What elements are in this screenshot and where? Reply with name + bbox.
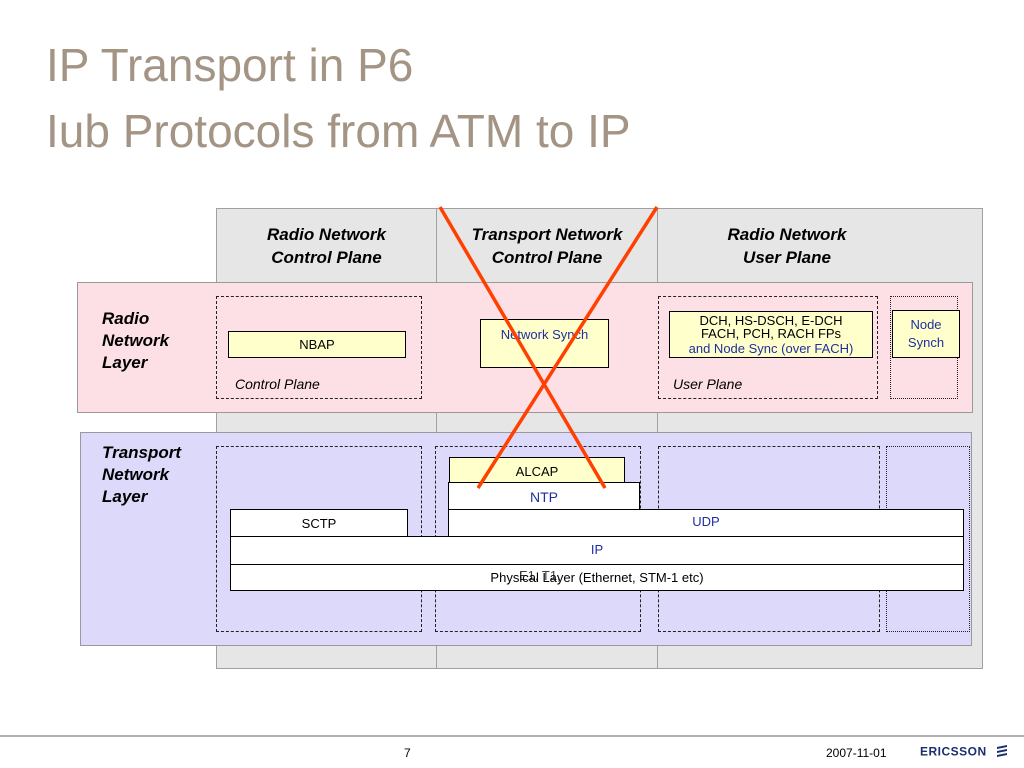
nbap-box: NBAP (228, 331, 406, 358)
dch-line2: FACH, PCH, RACH FPs (700, 326, 842, 341)
nbap-label: NBAP (299, 337, 335, 352)
radio-network-layer-label: Radio Network Layer (102, 309, 170, 372)
slide-subtitle: Iub Protocols from ATM to IP (46, 105, 631, 157)
footer-divider (0, 735, 1024, 737)
slide-title: IP Transport in P6 (46, 39, 414, 91)
udp-box: UDP (448, 509, 964, 537)
footer-date: 2007-11-01 (826, 746, 887, 760)
dch-line3: and Node Sync (over FACH) (688, 341, 854, 356)
page-number: 7 (404, 746, 411, 760)
physical-layer-overlap-label: E1, T1, (519, 568, 561, 583)
alcap-box: ALCAP (449, 457, 625, 485)
dch-line1: DCH, HS-DSCH, E-DCH (699, 313, 843, 328)
physical-layer-box: Physical Layer (Ethernet, STM-1 etc) (230, 564, 964, 591)
sctp-box: SCTP (230, 509, 408, 537)
ip-label: IP (590, 542, 604, 557)
ntp-box: NTP (448, 482, 640, 510)
ntp-label: NTP (530, 489, 558, 505)
logo-text: ERICSSON (920, 744, 987, 759)
node-synch-label: Node Synch (907, 317, 945, 350)
network-synch-box: Network Synch (480, 319, 609, 368)
user-plane-label: User Plane (673, 376, 743, 392)
ericsson-logo: ERICSSON (920, 744, 1009, 761)
ip-box: IP (230, 536, 964, 565)
transport-network-layer-label: Transport Network Layer (102, 443, 182, 506)
logo-mark-icon (995, 744, 1009, 761)
physical-layer-label: Physical Layer (Ethernet, STM-1 etc) (490, 570, 704, 585)
node-synch-box: Node Synch (892, 310, 960, 358)
control-plane-label: Control Plane (235, 376, 320, 392)
network-synch-label: Network Synch (500, 327, 589, 342)
udp-label: UDP (692, 514, 720, 529)
alcap-label: ALCAP (515, 464, 559, 479)
dch-fps-box: DCH, HS-DSCH, E-DCH FACH, PCH, RACH FPs … (669, 311, 873, 358)
column-header-rn-user: Radio Network User Plane (727, 225, 847, 267)
sctp-label: SCTP (301, 516, 337, 531)
column-header-tn-control: Transport Network Control Plane (471, 225, 623, 267)
user-plane-dashed-box (658, 296, 878, 399)
control-plane-dashed-box (216, 296, 422, 399)
column-header-rn-control: Radio Network Control Plane (266, 225, 387, 267)
